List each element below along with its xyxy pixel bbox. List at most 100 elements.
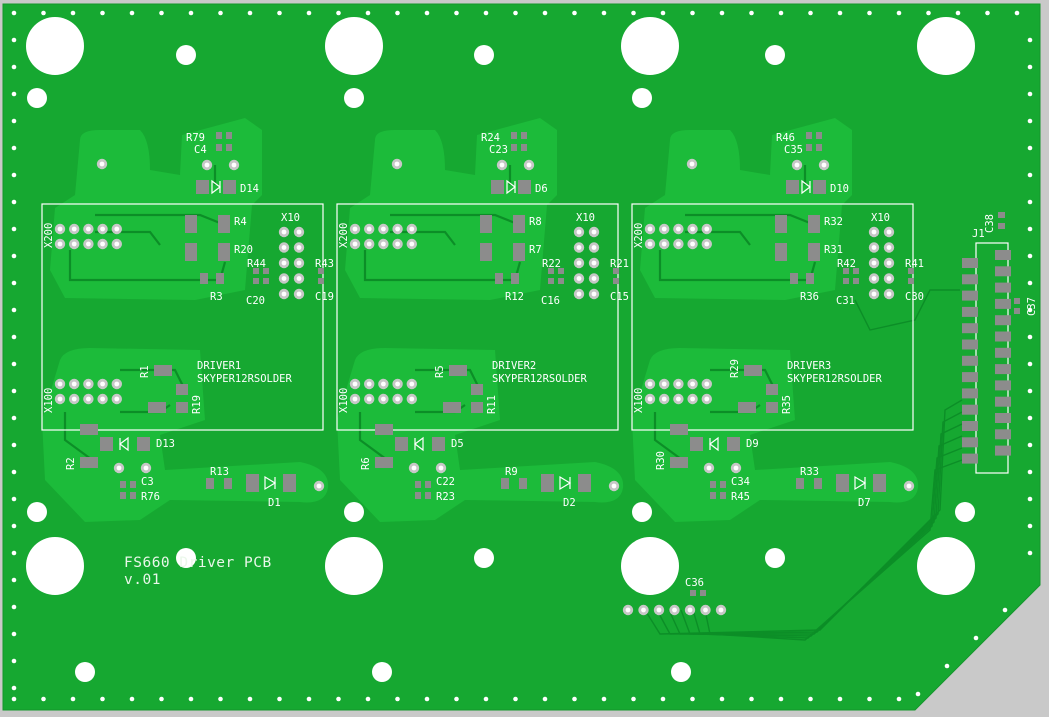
label-d-top: D14	[240, 183, 259, 195]
diode-pad	[836, 474, 849, 492]
cap-label-top: C38	[984, 214, 996, 233]
header-pin	[573, 226, 585, 238]
header-pin	[883, 273, 895, 284]
via	[985, 10, 990, 16]
via	[1027, 253, 1033, 259]
header-pin	[293, 273, 305, 284]
via	[1027, 469, 1033, 475]
smd-pad	[806, 273, 814, 284]
via	[867, 696, 872, 702]
connector-label-x200: X200	[338, 223, 350, 248]
via	[159, 696, 164, 702]
connector-pin	[962, 274, 978, 285]
header-pin	[588, 257, 600, 269]
smd-pad	[1014, 308, 1020, 314]
diode-pad	[518, 180, 531, 194]
smd-pad	[816, 132, 822, 139]
via	[867, 10, 872, 16]
via	[365, 696, 371, 702]
trace	[95, 213, 226, 227]
via	[11, 696, 17, 702]
header-pin	[69, 238, 80, 250]
via	[41, 10, 46, 16]
header-pin	[278, 226, 290, 238]
smd-pad	[613, 268, 619, 274]
test-pad	[730, 462, 742, 474]
connector-label-x10: X10	[281, 212, 300, 224]
tooling-hole	[474, 45, 494, 65]
diode-pad	[283, 474, 296, 492]
trace	[120, 368, 186, 391]
connector-pin	[962, 404, 978, 415]
via	[11, 604, 17, 610]
via	[955, 10, 961, 16]
smd-pad	[775, 215, 787, 233]
mount-pad	[523, 159, 535, 171]
smd-pad	[218, 215, 230, 233]
header-pin	[715, 604, 727, 616]
smd-pad	[1014, 298, 1020, 304]
smd-pad	[710, 481, 716, 488]
trace	[710, 368, 776, 391]
smd-pad	[521, 132, 527, 139]
header-pin	[701, 223, 712, 235]
driver-name: DRIVER3	[787, 360, 831, 372]
via	[808, 696, 813, 702]
connector-label-x100: X100	[338, 388, 350, 413]
header-pin	[378, 223, 389, 235]
via	[896, 10, 902, 16]
smd-pad	[80, 457, 98, 468]
smd-pad	[200, 273, 208, 284]
header-pin	[883, 288, 895, 300]
smd-pad	[224, 478, 232, 489]
via	[778, 696, 784, 702]
trace	[358, 412, 391, 463]
label-r-left: R22	[542, 258, 561, 270]
via	[70, 696, 76, 702]
header-pin	[673, 238, 684, 250]
label-c-right: C15	[610, 291, 629, 303]
test-pad	[435, 462, 447, 474]
header-pin	[687, 238, 698, 250]
via	[944, 663, 950, 669]
smd-pad	[998, 212, 1005, 218]
label-r-low2: R76	[141, 491, 160, 503]
smd-pad	[513, 243, 525, 261]
via	[542, 10, 548, 16]
via	[690, 696, 695, 702]
smd-pad	[521, 144, 527, 151]
header-pin	[83, 223, 94, 235]
diode-pad	[690, 437, 703, 451]
smd-pad	[853, 278, 859, 284]
header-pin	[111, 393, 123, 405]
test-pad	[113, 462, 125, 474]
header-pin	[349, 223, 361, 235]
smd-pad	[226, 144, 232, 151]
board-title: FS660 Driver PCB	[124, 555, 272, 571]
header-pin	[111, 223, 123, 235]
smd-pad	[613, 278, 619, 284]
header-pin	[392, 238, 403, 250]
smd-pad	[253, 268, 259, 274]
via	[11, 253, 17, 259]
via	[218, 10, 223, 16]
mount-pad	[496, 159, 508, 171]
header-pin	[349, 393, 361, 405]
label-r-mid2: R35	[781, 395, 793, 414]
header-pin	[378, 393, 389, 405]
label-r-top: R46	[776, 132, 795, 144]
driver-name: DRIVER2	[492, 360, 536, 372]
header-pin	[701, 238, 712, 250]
label-d-out: D2	[563, 497, 576, 509]
via	[277, 696, 282, 702]
header-pin	[883, 257, 895, 269]
via	[483, 696, 489, 702]
via	[11, 523, 17, 529]
header-pin	[673, 223, 684, 235]
connector-pin	[995, 396, 1011, 407]
smd-pad	[425, 481, 431, 488]
smd-pad	[766, 384, 778, 395]
connector-label-x10: X10	[576, 212, 595, 224]
smd-pad	[720, 481, 726, 488]
header-pin	[701, 378, 712, 390]
